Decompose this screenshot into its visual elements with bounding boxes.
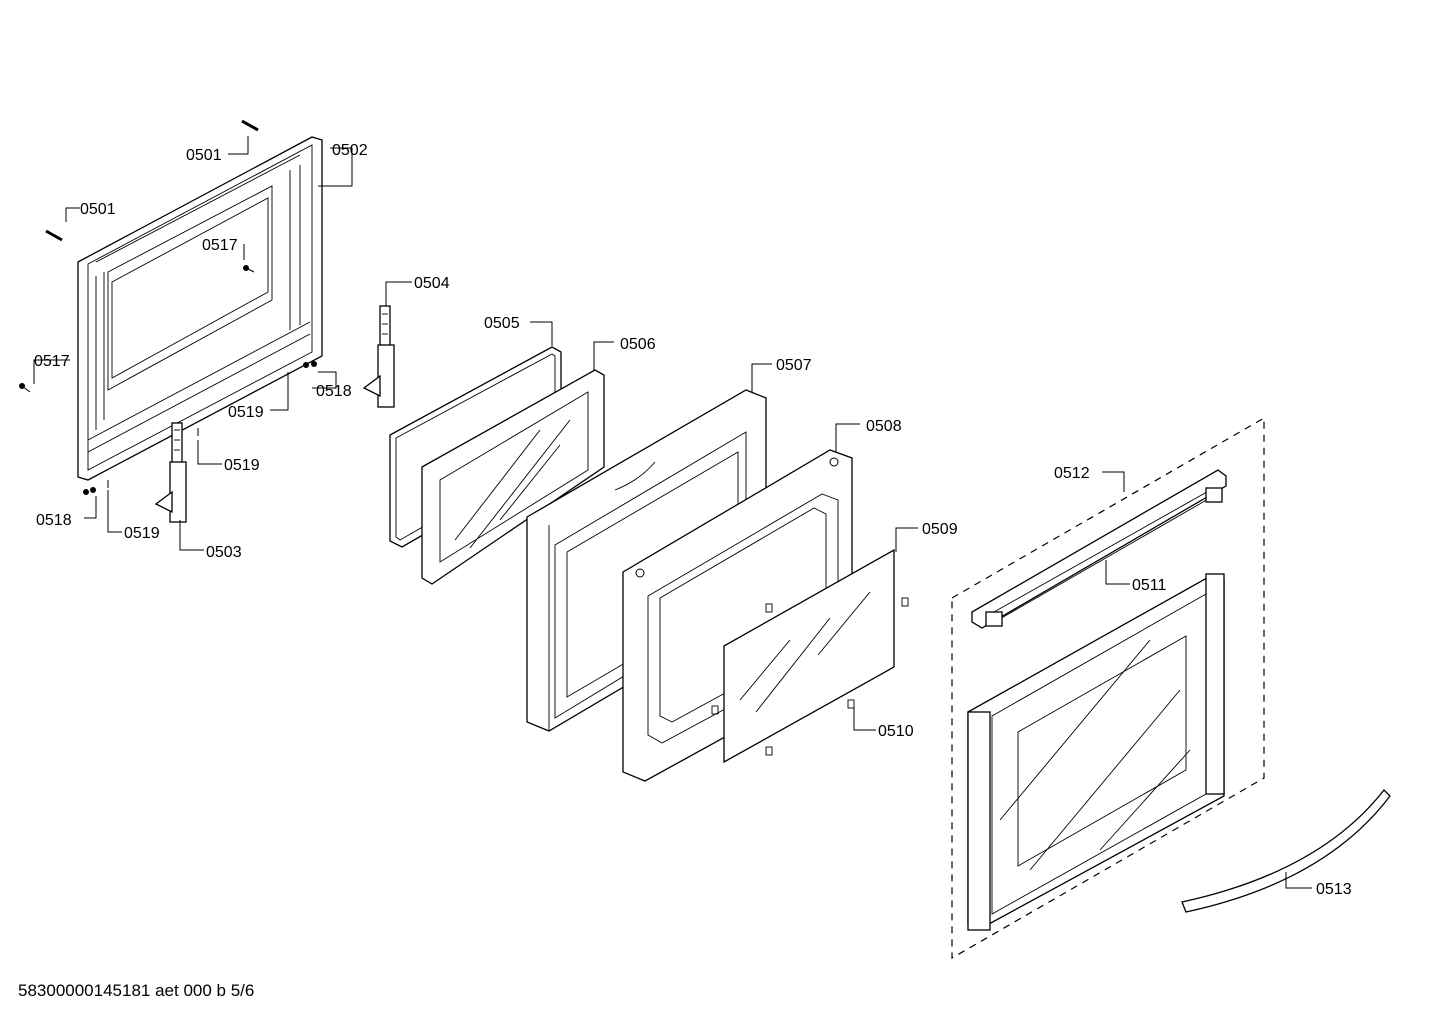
hinge-0503 — [154, 422, 187, 523]
door-handle-0513 — [1181, 789, 1391, 913]
label-0509: 0509 — [922, 521, 958, 538]
document-footer-code: 58300000145181 aet 000 b 5/6 — [18, 981, 255, 1000]
label-0508: 0508 — [866, 418, 902, 435]
label-0510: 0510 — [878, 723, 914, 740]
label-0505: 0505 — [484, 315, 520, 332]
label-0513: 0513 — [1316, 881, 1352, 898]
glass-pane-0506 — [421, 369, 605, 585]
label-0511: 0511 — [1132, 577, 1167, 594]
label-0519-left: 0519 — [124, 525, 160, 542]
label-0518-left: 0518 — [36, 512, 72, 529]
label-0506: 0506 — [620, 336, 656, 353]
label-0502: 0502 — [332, 142, 368, 159]
outer-door-glass — [967, 573, 1225, 931]
label-0512: 0512 — [1054, 465, 1090, 482]
glass-panel-0509 — [711, 548, 909, 764]
hinge-0504 — [362, 305, 395, 408]
label-0507: 0507 — [776, 357, 812, 374]
outer-door-assembly-outline — [951, 416, 1265, 960]
top-trim-0512 — [971, 469, 1227, 629]
pin-0501-top — [241, 119, 259, 132]
inner-door-frame-part — [77, 136, 323, 481]
label-0519-low: 0519 — [224, 457, 260, 474]
callout-labels: 0501 0501 0502 0517 0517 0518 0519 0519 … — [34, 142, 1352, 898]
label-0504: 0504 — [414, 275, 450, 292]
label-0518-right: 0518 — [316, 383, 352, 400]
pin-0501-left — [45, 229, 63, 242]
label-0501-left: 0501 — [80, 201, 116, 218]
label-0517-top: 0517 — [202, 237, 238, 254]
label-0519-mid: 0519 — [228, 404, 264, 421]
leader-lines — [33, 136, 1312, 889]
label-0503: 0503 — [206, 544, 242, 561]
screws — [19, 265, 317, 495]
label-0501-top: 0501 — [186, 147, 222, 164]
label-0517-left: 0517 — [34, 353, 70, 370]
